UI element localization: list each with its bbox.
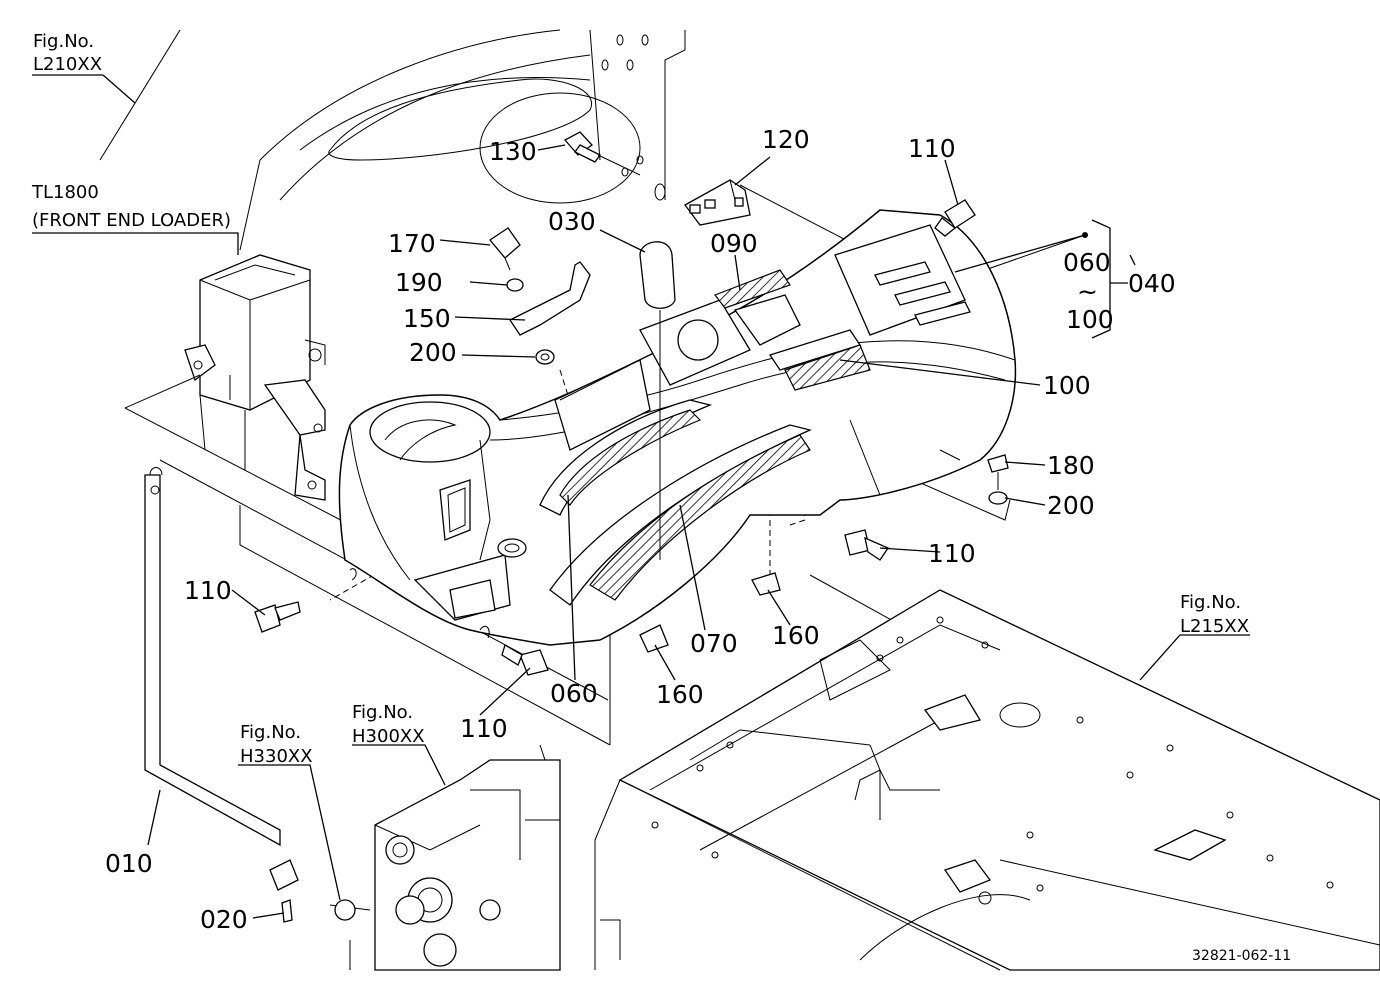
callout-060: 060 xyxy=(550,679,598,708)
callout-130: 130 xyxy=(489,137,537,166)
callout-170: 170 xyxy=(388,229,436,258)
bolt-110-left xyxy=(254,601,301,633)
drawing-code: 32821-062-11 xyxy=(1192,948,1291,964)
washer-190 xyxy=(506,278,524,292)
figure-references: Fig.No. L210XX TL1800 (FRONT END LOADER)… xyxy=(31,31,1291,964)
callout-110-top: 110 xyxy=(908,134,956,163)
callout-160-right: 160 xyxy=(772,621,820,650)
callout-150: 150 xyxy=(403,304,451,333)
ref-h330-line2: H330XX xyxy=(240,746,313,767)
ref-l210-line2: L210XX xyxy=(33,54,102,75)
callout-110-left: 110 xyxy=(184,576,232,605)
ref-l210-line1: Fig.No. xyxy=(33,31,94,52)
callout-090: 090 xyxy=(710,229,758,258)
callout-160-left: 160 xyxy=(656,680,704,709)
ref-tl1800-line1: TL1800 xyxy=(31,182,99,203)
ref-h300-line1: Fig.No. xyxy=(352,702,413,723)
callout-200-left: 200 xyxy=(409,338,457,367)
valve-body xyxy=(329,744,561,971)
ref-tl1800-line2: (FRONT END LOADER) xyxy=(32,210,231,231)
ref-h300-line2: H300XX xyxy=(352,726,425,747)
callout-040: 040 xyxy=(1128,269,1176,298)
callout-100: 100 xyxy=(1043,371,1091,400)
cab-outline xyxy=(99,29,686,251)
callout-110-right: 110 xyxy=(928,539,976,568)
callout-120: 120 xyxy=(762,125,810,154)
washer-200-left xyxy=(535,349,555,365)
callout-030: 030 xyxy=(548,207,596,236)
knob-030 xyxy=(639,241,676,560)
callout-100-range: 100 xyxy=(1066,305,1114,334)
range-mark: ~ xyxy=(1077,277,1098,306)
bolt-180 xyxy=(987,454,1009,505)
bolt-110-top xyxy=(934,199,976,237)
callout-070: 070 xyxy=(690,629,738,658)
clip-160-left xyxy=(639,624,669,653)
bolt-110-bottom xyxy=(501,644,549,676)
callout-190: 190 xyxy=(395,268,443,297)
callout-060-range: 060 xyxy=(1063,248,1111,277)
leader-lines xyxy=(32,74,1250,919)
callout-180: 180 xyxy=(1047,451,1095,480)
floor-frame xyxy=(594,589,1380,971)
ref-l215-line1: Fig.No. xyxy=(1180,592,1241,613)
callout-labels: 130 120 110 170 030 090 190 150 200 060 … xyxy=(105,125,1176,934)
knob-170 xyxy=(489,227,521,271)
panel-cover xyxy=(338,209,1017,646)
callout-010: 010 xyxy=(105,849,153,878)
rod-010 xyxy=(144,467,299,923)
callout-110-bottom: 110 xyxy=(460,714,508,743)
ref-h330-line1: Fig.No. xyxy=(240,722,301,743)
clip-160-right xyxy=(751,572,781,596)
loader-frame xyxy=(184,254,326,501)
bracket-120 xyxy=(684,179,751,226)
callout-200-right: 200 xyxy=(1047,491,1095,520)
callout-020: 020 xyxy=(200,905,248,934)
fitting-130 xyxy=(479,92,666,204)
plate-150 xyxy=(509,261,591,336)
bolt-110-right xyxy=(844,529,889,561)
ref-l215-line2: L215XX xyxy=(1180,616,1249,637)
